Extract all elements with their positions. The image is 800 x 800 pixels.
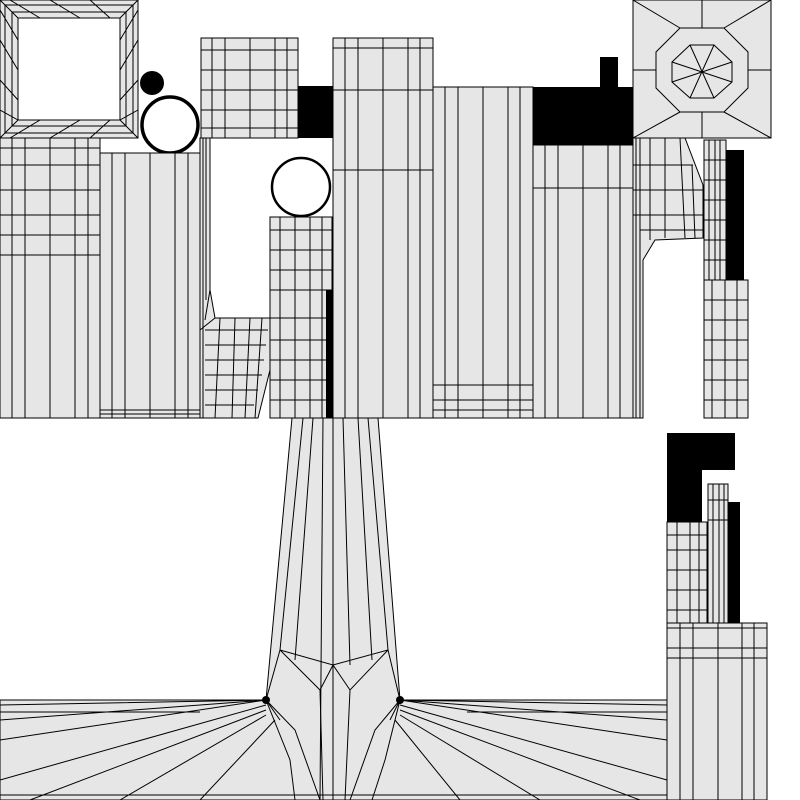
uv-island-top-grid-box	[200, 37, 299, 139]
uv-island-far-right-columns	[703, 139, 749, 419]
uv-island-second-tall	[99, 152, 201, 419]
uv-island-dense-patch-1	[298, 86, 334, 138]
uv-island-ring-mid	[270, 156, 332, 218]
uv-island-lower-right-cluster	[666, 433, 768, 800]
uv-island-small-column	[269, 216, 333, 419]
uv-island-central-tall	[332, 37, 434, 419]
uv-island-right-tall	[532, 57, 634, 419]
uv-island-right-flare	[632, 137, 704, 419]
uv-island-t-shape	[0, 417, 668, 800]
uv-island-square-frame	[0, 0, 139, 139]
uv-island-octagon-square	[632, 0, 772, 139]
uv-island-flared-strip	[199, 137, 271, 419]
uv-island-circles-left	[140, 71, 200, 155]
uv-island-center-right	[432, 86, 534, 419]
uv-island-left-tall	[0, 137, 101, 419]
